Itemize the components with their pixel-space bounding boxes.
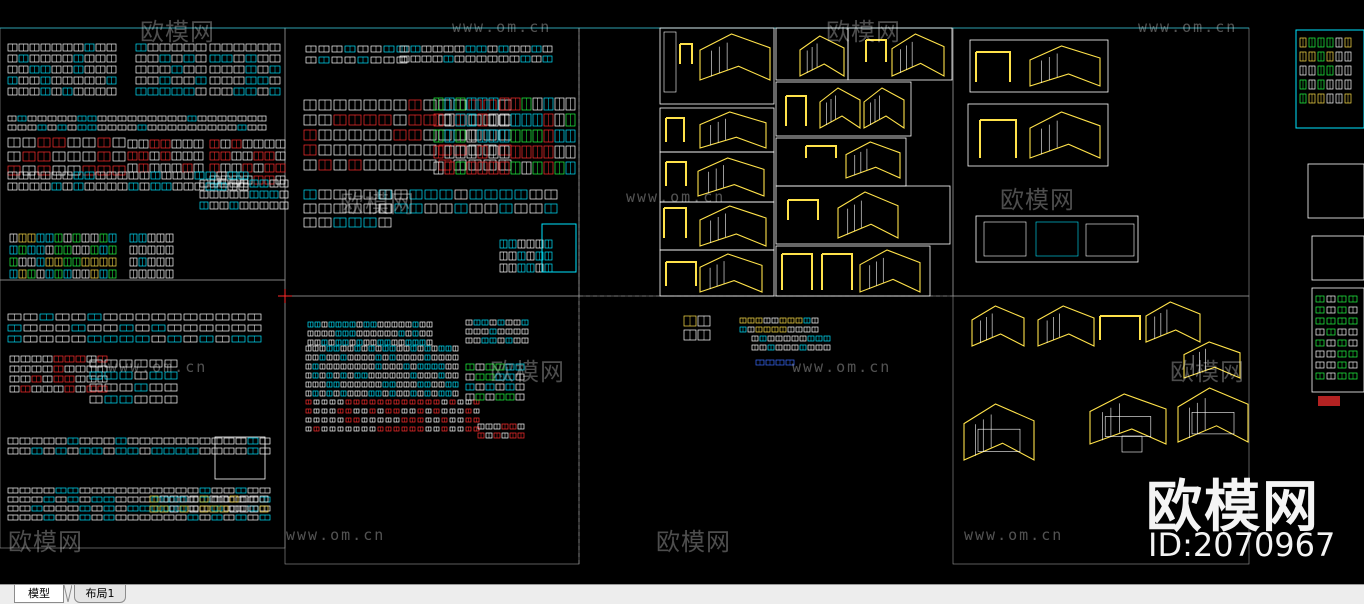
- kitchen-plan-frame: [1085, 223, 1135, 257]
- kitchen-plan-outline: [665, 161, 687, 186]
- layout-tab-bar: 模型 布局1: [0, 584, 1364, 604]
- detail-callout-box: [214, 436, 266, 480]
- isometric-outline: [1037, 305, 1095, 347]
- kitchen-isometric: [1177, 387, 1249, 443]
- isometric-outline: [819, 87, 861, 130]
- drawing-sheet-frame: [952, 295, 1250, 565]
- isometric-outline: [845, 141, 901, 179]
- kitchen-plan-outline: [663, 207, 687, 238]
- kitchen-drawing-frame: [975, 215, 1139, 263]
- kitchen-isometric: [1037, 305, 1095, 347]
- tab-divider: [64, 585, 72, 602]
- kitchen-drawing-frame: [775, 81, 912, 137]
- kitchen-isometric: [699, 205, 767, 247]
- side-sheet-frame: [1311, 287, 1364, 393]
- kitchen-isometric: [963, 403, 1035, 461]
- kitchen-isometric: [1029, 45, 1101, 87]
- isometric-outline: [699, 205, 767, 247]
- kitchen-drawing-frame: [967, 103, 1109, 167]
- isometric-render-detail: [977, 428, 1021, 452]
- tab-model[interactable]: 模型: [14, 585, 64, 603]
- kitchen-isometric: [699, 253, 763, 293]
- isometric-outline: [799, 35, 845, 77]
- isometric-outline: [1029, 111, 1101, 159]
- kitchen-isometric: [699, 33, 771, 81]
- title-block-legend: [541, 223, 577, 273]
- kitchen-plan-outline: [975, 51, 1011, 82]
- drawing-sheet-frame: [578, 27, 954, 297]
- isometric-render-detail: [1104, 416, 1152, 437]
- appliance-detail: [1121, 435, 1143, 453]
- model-space-canvas[interactable]: 欧模网 欧模网 欧模网 欧模网 欧模网 欧模网 欧模网 欧模网 www.om.c…: [0, 0, 1364, 584]
- kitchen-isometric: [971, 305, 1025, 347]
- kitchen-plan-frame: [983, 221, 1027, 257]
- kitchen-isometric: [799, 35, 845, 77]
- isometric-render-detail: [1191, 411, 1235, 435]
- kitchen-drawing-frame: [659, 107, 775, 153]
- isometric-outline: [1029, 45, 1101, 87]
- isometric-outline: [971, 305, 1025, 347]
- kitchen-drawing-frame: [659, 27, 775, 105]
- kitchen-drawing-frame: [969, 39, 1109, 93]
- isometric-outline: [699, 253, 763, 293]
- isometric-outline: [837, 191, 899, 239]
- kitchen-plan-outline: [679, 43, 693, 64]
- kitchen-plan-outline: [805, 145, 837, 158]
- notes-text-block: [1318, 396, 1340, 406]
- kitchen-plan-outline: [821, 253, 853, 290]
- kitchen-drawing-frame: [775, 137, 907, 187]
- kitchen-plan-outline: [781, 253, 813, 290]
- kitchen-plan-outline: [865, 39, 887, 62]
- cad-drawing: [0, 27, 1364, 565]
- kitchen-plan-outline: [665, 117, 685, 142]
- isometric-outline: [1177, 387, 1249, 443]
- kitchen-drawing-frame: [847, 27, 953, 81]
- side-sheet-frame: [1295, 29, 1364, 129]
- kitchen-isometric: [1089, 393, 1167, 445]
- kitchen-plan-outline: [1099, 315, 1141, 340]
- kitchen-isometric: [837, 191, 899, 239]
- side-sheet-frame: [1307, 163, 1364, 219]
- kitchen-plan-outline: [785, 95, 807, 126]
- kitchen-isometric: [1145, 301, 1201, 343]
- kitchen-isometric: [845, 141, 901, 179]
- isometric-outline: [891, 33, 945, 77]
- isometric-outline: [1089, 393, 1167, 445]
- kitchen-plan-outline: [787, 199, 819, 220]
- isometric-outline: [863, 87, 905, 130]
- kitchen-isometric: [697, 157, 765, 197]
- kitchen-drawing-frame: [659, 151, 775, 203]
- kitchen-drawing-frame: [659, 249, 775, 297]
- isometric-outline: [699, 33, 771, 81]
- tab-layout1[interactable]: 布局1: [74, 585, 126, 603]
- kitchen-plan-outline: [979, 119, 1017, 158]
- kitchen-drawing-frame: [775, 245, 931, 297]
- kitchen-drawing-frame: [775, 185, 951, 245]
- legend-column: [663, 31, 677, 93]
- isometric-outline: [963, 403, 1035, 461]
- kitchen-isometric: [1183, 341, 1241, 379]
- kitchen-isometric: [699, 111, 767, 149]
- isometric-outline: [1183, 341, 1241, 379]
- isometric-outline: [699, 111, 767, 149]
- kitchen-plan-outline: [665, 261, 697, 286]
- isometric-outline: [697, 157, 765, 197]
- kitchen-isometric: [863, 87, 905, 130]
- kitchen-isometric: [859, 249, 921, 293]
- kitchen-isometric: [891, 33, 945, 77]
- kitchen-isometric: [1029, 111, 1101, 159]
- kitchen-plan-frame: [1035, 221, 1079, 257]
- kitchen-isometric: [819, 87, 861, 130]
- isometric-outline: [859, 249, 921, 293]
- side-sheet-frame: [1311, 235, 1364, 281]
- isometric-outline: [1145, 301, 1201, 343]
